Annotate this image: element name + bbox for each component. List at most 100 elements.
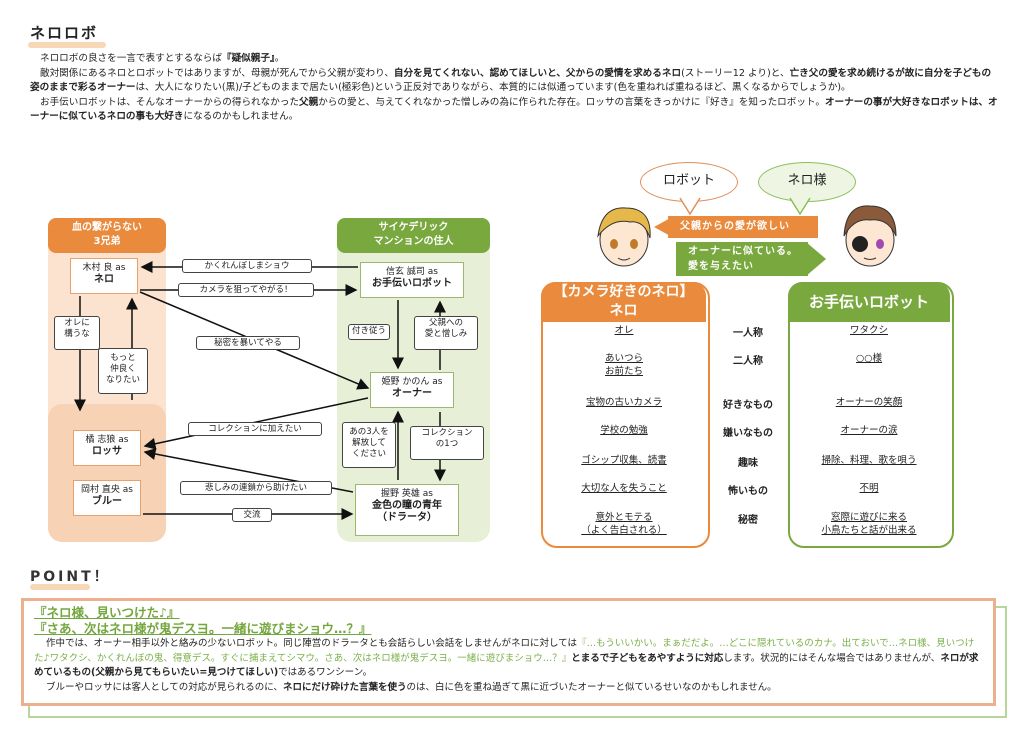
nero-secret: 意外とモテる （よく告白される） — [581, 512, 667, 536]
point-box: 『ネロ様、見いつけた♪』 『さあ、次はネロ様が鬼デスヨ。一緒に遊びまショウ…？』… — [21, 598, 996, 706]
intro-p1-end: 。 — [274, 53, 285, 64]
tag-want-father-love: 父親からの愛が欲しい — [668, 216, 818, 238]
label-kanashimi: 悲しみの連鎖から助けたい — [180, 481, 332, 495]
point-quote-2: 『さあ、次はネロ様が鬼デスヨ。一緒に遊びまショウ…？』 — [34, 621, 372, 636]
intro-text: ネロロボの良さを一言で表すとするならば『疑似親子』。 敵対関係にあるネロとロボッ… — [30, 52, 998, 125]
node-blu-cv: 岡村 直央 as — [81, 485, 133, 495]
group-header-mansion: サイケデリック マンションの住人 — [337, 218, 490, 253]
row-label-first-person: 一人称 — [733, 328, 763, 339]
nero-first-person: オレ — [614, 325, 634, 336]
intro-paragraph-1: ネロロボの良さを一言で表すとするならば『疑似親子』。 — [30, 52, 998, 67]
robot-first-person: ワタクシ — [849, 325, 888, 336]
row-label-second-person: 二人称 — [733, 356, 763, 367]
row-label-hobby: 趣味 — [738, 458, 758, 469]
intro-p2-text3: は、大人になりたい(黒)/子どものままで居たい(極彩色)という正反対でありながら… — [135, 82, 851, 94]
card-robot — [788, 282, 954, 548]
robot-second-person: ○○様 — [855, 353, 883, 364]
label-tsukisou: 付き従う — [348, 324, 390, 340]
robot-portrait — [838, 198, 902, 272]
node-rossa-name: ロッサ — [92, 446, 122, 457]
nero-hobby: ゴシップ収集、読書 — [581, 455, 667, 466]
point-p1-end: ではあるワンシーン。 — [278, 667, 373, 678]
point-p2-text: ブルーやロッサには客人としての対応が見られるのに、 — [46, 681, 283, 693]
node-robot: 信玄 誠司 as お手伝いロボット — [360, 262, 464, 298]
label-chichi-ai: 父親への 愛と憎しみ — [414, 316, 478, 350]
node-nero-name: ネロ — [94, 274, 114, 285]
robot-dislikes: オーナーの涙 — [840, 425, 898, 436]
robot-likes: オーナーの笑顔 — [835, 397, 903, 408]
tag-bottom-arrowhead — [806, 242, 826, 276]
card-nero-title: 【カメラ好きのネロ】 ネロ — [541, 282, 706, 322]
point-quote-1: 『ネロ様、見いつけた♪』 — [34, 605, 180, 620]
nero-dislikes: 学校の勉強 — [600, 425, 648, 436]
nero-likes: 宝物の古いカメラ — [585, 397, 662, 408]
node-rossa-cv: 橘 志狼 as — [85, 435, 129, 445]
label-collection-one: コレクション の1つ — [410, 426, 484, 460]
node-robot-name: お手伝いロボット — [372, 278, 452, 289]
robot-secret: 窓際に遊びに来る 小鳥たちと話が出来る — [821, 512, 917, 536]
node-owner-name: オーナー — [392, 388, 432, 399]
row-label-dislikes: 嫌いなもの — [723, 428, 773, 439]
intro-p3-text2: からの愛と、与えてくれなかった憎しみの為に作られた存在。ロッサの言葉をきっかけに… — [318, 96, 825, 108]
node-blu: 岡村 直央 as ブルー — [73, 480, 141, 516]
row-label-secret: 秘密 — [738, 515, 758, 526]
point-p2-end: のは、白に色を重ね過ぎて黒に近づいたオーナーと似ているせいなのかもしれません。 — [406, 681, 777, 693]
row-label-fears: 怖いもの — [728, 486, 768, 497]
bubble-robot: ロボット — [640, 162, 738, 202]
tag-resembles-owner: オーナーに似ている。 愛を与えたい — [676, 242, 808, 276]
node-robot-cv: 信玄 誠司 as — [386, 267, 438, 277]
label-camera: カメラを狙ってやがる！ — [178, 283, 314, 297]
point-underline — [30, 584, 90, 590]
point-p1-bold2: ネロが求めているもの(父親から見てもらいたい=見つけてほしい) — [34, 652, 979, 679]
bubble-nero: ネロ様 — [758, 162, 856, 202]
robot-hobby: 掃除、料理、歌を唄う — [821, 455, 917, 466]
title-underline — [28, 42, 106, 48]
intro-paragraph-2: 敵対関係にあるネロとロボットではありますが、母親が死んでから父親が変わり、自分を… — [30, 67, 998, 96]
page-title: ネロロボ — [30, 24, 99, 42]
intro-p2-text: 敵対関係にあるネロとロボットではありますが、母親が死んでから父親が変わり、 — [40, 67, 394, 79]
label-himitsu: 秘密を暴いてやる — [196, 336, 300, 350]
label-collection-add: コレクションに加えたい — [188, 422, 322, 436]
node-drata: 握野 英雄 as 金色の瞳の青年 （ドラータ） — [355, 484, 459, 536]
label-kouyuu: 交流 — [232, 508, 272, 522]
intro-p3-end: になるのかもしれません。 — [183, 111, 299, 123]
node-drata-cv: 握野 英雄 as — [381, 489, 433, 499]
node-blu-name: ブルー — [92, 496, 122, 507]
node-owner: 姫野 かのん as オーナー — [370, 372, 454, 408]
point-paragraph-2: ブルーやロッサには客人としての対応が見られるのに、ネロにだけ砕けた言葉を使うのは… — [34, 681, 983, 696]
label-ore-mamoru: オレに 構うな — [54, 316, 100, 350]
label-kakurenbo: かくれんぼしまショウ — [182, 259, 312, 273]
intro-p2-bold: 自分を見てくれない、認めてほしいと、父からの愛情を求めるネロ — [393, 67, 682, 79]
intro-p2-bold2: 亡き父の愛を求め続けるが故に自分を子どもの姿のままで彩るオーナー — [30, 67, 992, 94]
intro-paragraph-3: お手伝いロボットは、そんなオーナーからの得られなかった父親からの愛と、与えてくれ… — [30, 96, 998, 125]
node-nero-cv: 木村 良 as — [82, 263, 126, 273]
intro-p1-bold: 『疑似親子』 — [222, 53, 275, 64]
card-nero — [541, 282, 710, 548]
nero-portrait — [592, 200, 656, 272]
bubble-tails — [679, 197, 811, 216]
node-rossa: 橘 志狼 as ロッサ — [73, 430, 141, 466]
group-header-brothers: 血の繋がらない 3兄弟 — [48, 218, 166, 253]
node-owner-cv: 姫野 かのん as — [381, 377, 443, 387]
point-p1-text: 作中では、オーナー相手以外と絡みの少ないロボット。同じ陣営のドラータとも会話らし… — [46, 638, 578, 649]
row-label-likes: 好きなもの — [723, 400, 773, 411]
point-p2-bold: ネロにだけ砕けた言葉を使う — [282, 681, 407, 693]
group-panel-brothers-lower — [48, 404, 166, 542]
intro-p1-text: ネロロボの良さを一言で表すとするならば — [40, 53, 222, 64]
robot-fears: 不明 — [859, 483, 879, 494]
intro-p3-bold2: オーナーの事が大好きなロボットは、オーナーに似ているネロの事も大好き — [30, 96, 998, 123]
card-robot-title: お手伝いロボット — [788, 282, 950, 322]
nero-second-person: あいつら お前たち — [604, 353, 643, 377]
intro-p3-text: お手伝いロボットは、そんなオーナーからの得られなかった — [40, 96, 300, 108]
point-paragraph-1: 作中では、オーナー相手以外と絡みの少ないロボット。同じ陣営のドラータとも会話らし… — [34, 637, 983, 681]
label-motto: もっと 仲良く なりたい — [98, 348, 148, 394]
point-p1-green: 『…もういいかい。まぁだだよ。…どこに隠れているのカナ。出ておいで…ネロ様、見い… — [34, 638, 975, 664]
intro-p3-bold: 父親 — [299, 96, 319, 108]
label-ano3nin: あの3人を 解放して ください — [342, 422, 396, 468]
node-nero: 木村 良 as ネロ — [70, 258, 138, 294]
node-drata-name: 金色の瞳の青年 （ドラータ） — [372, 500, 442, 523]
tag-top-arrowhead — [654, 216, 674, 238]
nero-fears: 大切な人を失うこと — [581, 483, 667, 494]
point-p1-text2: します。状況的にはそんな場合ではありませんが、 — [723, 652, 941, 664]
point-p1-bold: とまるで子どもをあやすように対応 — [571, 652, 724, 664]
